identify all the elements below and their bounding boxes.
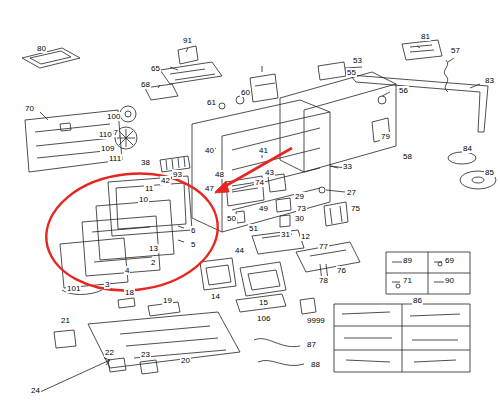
callout-number: 49	[258, 204, 269, 213]
callout-number: 70	[24, 104, 35, 113]
callout-number: 51	[248, 224, 259, 233]
callout-number: 10	[138, 195, 149, 204]
callout-number: 89	[402, 256, 413, 265]
callout-number: 5	[190, 240, 196, 249]
callout-number: 90	[444, 276, 455, 285]
callout-number: 47	[204, 184, 215, 193]
callout-number: 4	[124, 266, 130, 275]
callout-number: 88	[310, 360, 321, 369]
callout-number: 41	[258, 146, 269, 155]
callout-number: 33	[342, 162, 353, 171]
callout-number: 73	[296, 204, 307, 213]
callout-number: 76	[336, 266, 347, 275]
callout-number: 11	[144, 184, 154, 193]
callout-number: 6	[190, 226, 196, 235]
callout-number: 75	[350, 204, 361, 213]
callout-number: 83	[484, 76, 495, 85]
callout-number: 86	[412, 296, 423, 305]
callout-number: 48	[214, 170, 225, 179]
callout-number: 56	[398, 86, 409, 95]
callout-number: 22	[104, 348, 115, 357]
callout-number: 93	[172, 170, 183, 179]
callout-number: 71	[402, 276, 413, 285]
callout-number: 50	[226, 214, 237, 223]
callout-number: 111	[108, 154, 122, 163]
callout-number: 23	[140, 350, 151, 359]
callout-number: 65	[150, 64, 161, 73]
callout-number: 19	[162, 296, 173, 305]
callout-number: 27	[346, 188, 357, 197]
callout-number: 9999	[306, 316, 326, 325]
callout-number: 29	[294, 192, 305, 201]
callout-number: 24	[30, 386, 41, 395]
callout-number: 30	[294, 214, 305, 223]
callout-number: 106	[256, 314, 271, 323]
callout-number: 13	[148, 244, 159, 253]
callout-number: 43	[264, 168, 275, 177]
callout-number: 14	[210, 292, 221, 301]
callout-number: 2	[150, 258, 156, 267]
callout-number: 20	[180, 356, 191, 365]
callout-number: 87	[306, 340, 317, 349]
callout-number: 38	[140, 158, 151, 167]
callout-number: 61	[206, 98, 217, 107]
callout-number: 69	[444, 256, 455, 265]
callout-number: 58	[402, 152, 413, 161]
callout-number: 110	[98, 130, 113, 139]
callout-number: 53	[352, 56, 363, 65]
callout-number: 44	[234, 246, 245, 255]
callout-number: 100	[106, 112, 121, 121]
callout-number: 57	[450, 46, 461, 55]
callout-number: 21	[60, 316, 71, 325]
callout-number: 80	[36, 44, 47, 53]
callout-number: 79	[380, 132, 391, 141]
callout-number: 31	[280, 230, 291, 239]
callout-number: 101	[66, 284, 81, 293]
callout-number: 42	[160, 176, 171, 185]
callout-number: 77	[318, 242, 329, 251]
callout-number: 81	[420, 32, 431, 41]
callout-number: 15	[258, 298, 269, 307]
callout-number: 68	[140, 80, 151, 89]
callout-number: 85	[484, 168, 495, 177]
callout-number: 12	[300, 232, 311, 241]
callout-number: 84	[462, 144, 473, 153]
callout-number: 91	[182, 36, 193, 45]
callout-number: 40	[204, 146, 215, 155]
callout-number: 55	[346, 68, 357, 77]
callout-number: 60	[240, 88, 251, 97]
callout-number: 109	[100, 144, 115, 153]
callout-number: 78	[318, 276, 329, 285]
callout-number: 18	[124, 288, 135, 297]
callout-number: 3	[104, 280, 110, 289]
callout-number: 74	[254, 178, 265, 187]
